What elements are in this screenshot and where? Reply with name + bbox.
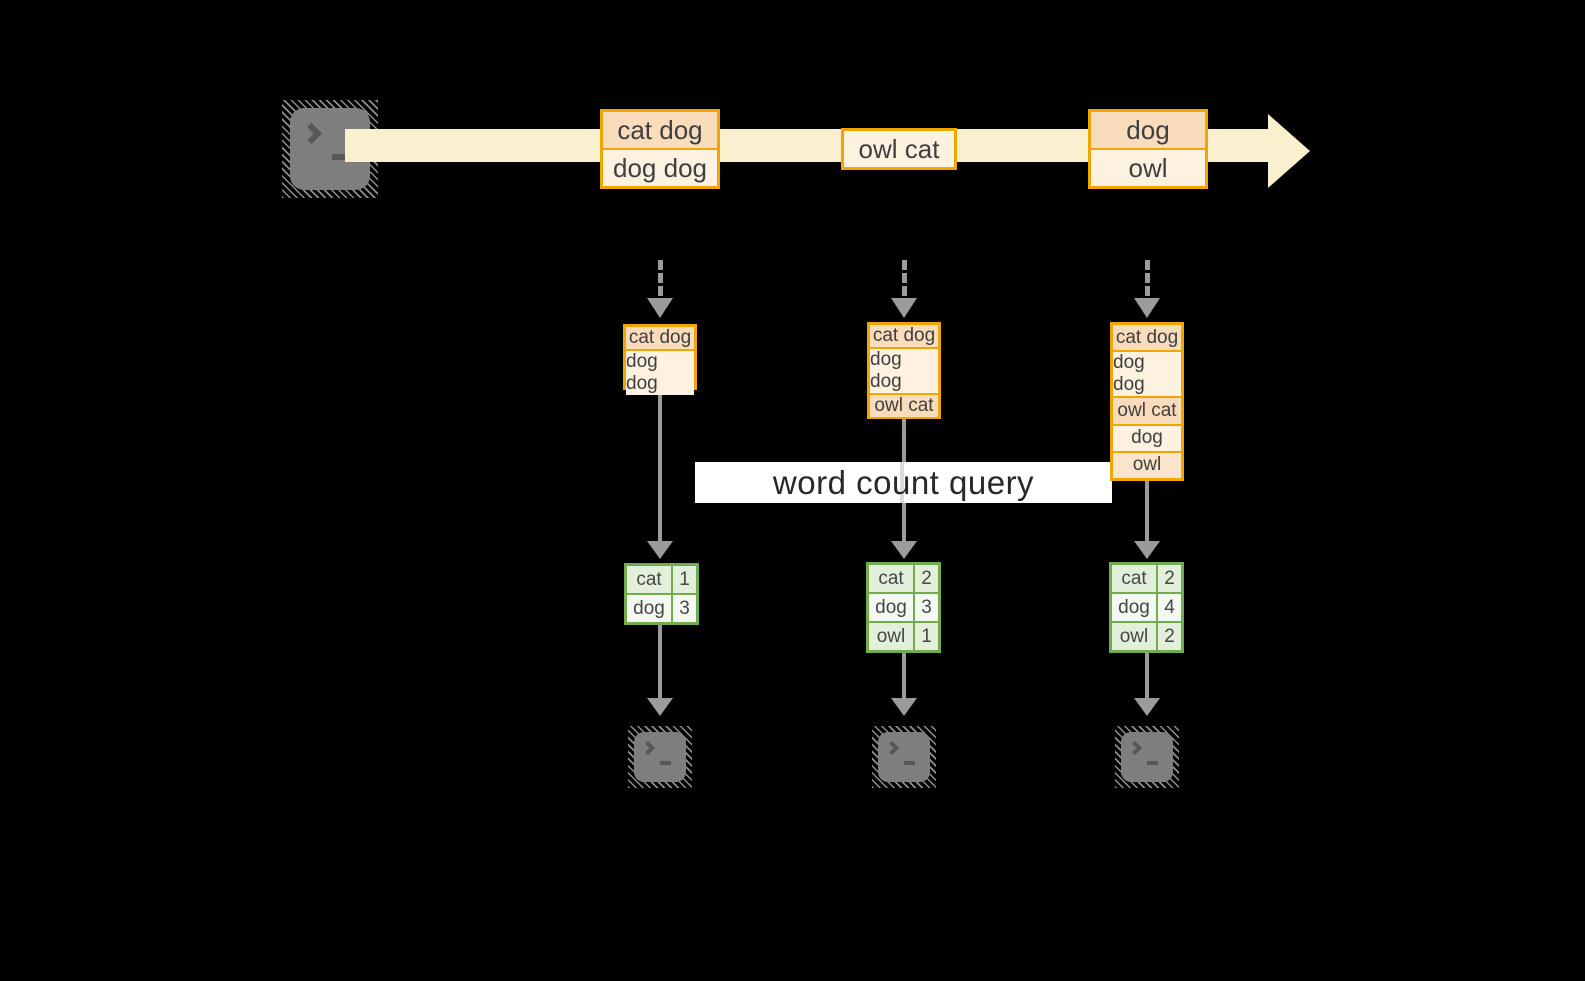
connector-line <box>1145 653 1149 700</box>
dashed-connector <box>902 260 907 296</box>
record-buffer-2: cat dog dog dog owl cat <box>867 322 941 419</box>
arrowhead-icon <box>891 698 917 716</box>
arrowhead-icon <box>1134 698 1160 716</box>
connector-line <box>1145 480 1149 543</box>
result-word-cell: cat <box>1112 565 1156 592</box>
prompt-underscore-icon <box>1147 761 1158 765</box>
result-count-cell: 3 <box>915 594 938 621</box>
result-table-2: cat 2 dog 3 owl 1 <box>866 562 941 653</box>
dashed-connector <box>1145 260 1150 296</box>
query-label: word count query <box>772 463 1035 501</box>
result-count-cell: 2 <box>1158 565 1181 592</box>
connector-line <box>902 653 906 700</box>
buffer-cell: owl <box>1113 452 1181 478</box>
result-word-cell: cat <box>627 566 671 593</box>
output-terminal-icon-1 <box>628 726 692 788</box>
result-count-cell: 1 <box>915 623 938 650</box>
result-count-cell: 3 <box>673 595 696 622</box>
terminal-body <box>878 732 930 782</box>
buffer-cell: cat dog <box>870 325 938 347</box>
buffer-cell: dog dog <box>1113 352 1181 397</box>
connector-line-through-banner <box>900 462 904 503</box>
result-count-cell: 1 <box>673 566 696 593</box>
arrowhead-icon <box>647 698 673 716</box>
arrowhead-icon <box>647 541 673 559</box>
result-word-cell: owl <box>869 623 913 650</box>
buffer-cell: dog dog <box>870 349 938 393</box>
stream-record-cell: owl <box>1091 150 1205 186</box>
result-count-cell: 2 <box>915 565 938 592</box>
result-table-3: cat 2 dog 4 owl 2 <box>1109 562 1184 653</box>
result-word-cell: dog <box>1112 594 1156 621</box>
result-count-cell: 4 <box>1158 594 1181 621</box>
terminal-body <box>1121 732 1173 782</box>
stream-record-cell: dog <box>1091 112 1205 148</box>
stream-record-3: dog owl <box>1088 109 1208 189</box>
buffer-cell: owl cat <box>1113 398 1181 424</box>
record-buffer-1: cat dog dog dog <box>623 324 697 395</box>
stream-record-2: owl cat <box>841 128 957 170</box>
connector-line <box>658 389 662 543</box>
stream-record-1: cat dog dog dog <box>600 109 720 189</box>
prompt-chevron-icon <box>640 740 656 756</box>
result-word-cell: owl <box>1112 623 1156 650</box>
dashed-arrowhead-icon <box>1134 298 1160 318</box>
buffer-cell: dog dog <box>626 351 694 395</box>
buffer-cell: owl cat <box>870 395 938 417</box>
dashed-connector <box>658 260 663 296</box>
arrowhead-icon <box>891 541 917 559</box>
result-word-cell: cat <box>869 565 913 592</box>
dashed-arrowhead-icon <box>891 298 917 318</box>
prompt-underscore-icon <box>904 761 915 765</box>
connector-line <box>658 625 662 700</box>
result-word-cell: dog <box>627 595 671 622</box>
dashed-arrowhead-icon <box>647 298 673 318</box>
prompt-chevron-icon <box>300 122 323 145</box>
result-word-cell: dog <box>869 594 913 621</box>
query-banner: word count query <box>695 462 1112 503</box>
output-terminal-icon-3 <box>1115 726 1179 788</box>
terminal-body <box>634 732 686 782</box>
prompt-underscore-icon <box>660 761 671 765</box>
arrowhead-icon <box>1134 541 1160 559</box>
stream-record-cell: cat dog <box>603 112 717 148</box>
result-table-1: cat 1 dog 3 <box>624 563 699 625</box>
stream-timeline-arrowhead-icon <box>1268 114 1310 188</box>
prompt-chevron-icon <box>884 740 900 756</box>
record-buffer-3: cat dog dog dog owl cat dog owl <box>1110 322 1184 481</box>
result-count-cell: 2 <box>1158 623 1181 650</box>
prompt-underscore-icon <box>332 154 348 160</box>
stream-record-cell: owl cat <box>844 131 954 167</box>
prompt-chevron-icon <box>1127 740 1143 756</box>
buffer-cell: cat dog <box>1113 325 1181 351</box>
output-terminal-icon-2 <box>872 726 936 788</box>
buffer-cell: dog <box>1113 425 1181 451</box>
stream-record-cell: dog dog <box>603 150 717 186</box>
buffer-cell: cat dog <box>626 327 694 349</box>
